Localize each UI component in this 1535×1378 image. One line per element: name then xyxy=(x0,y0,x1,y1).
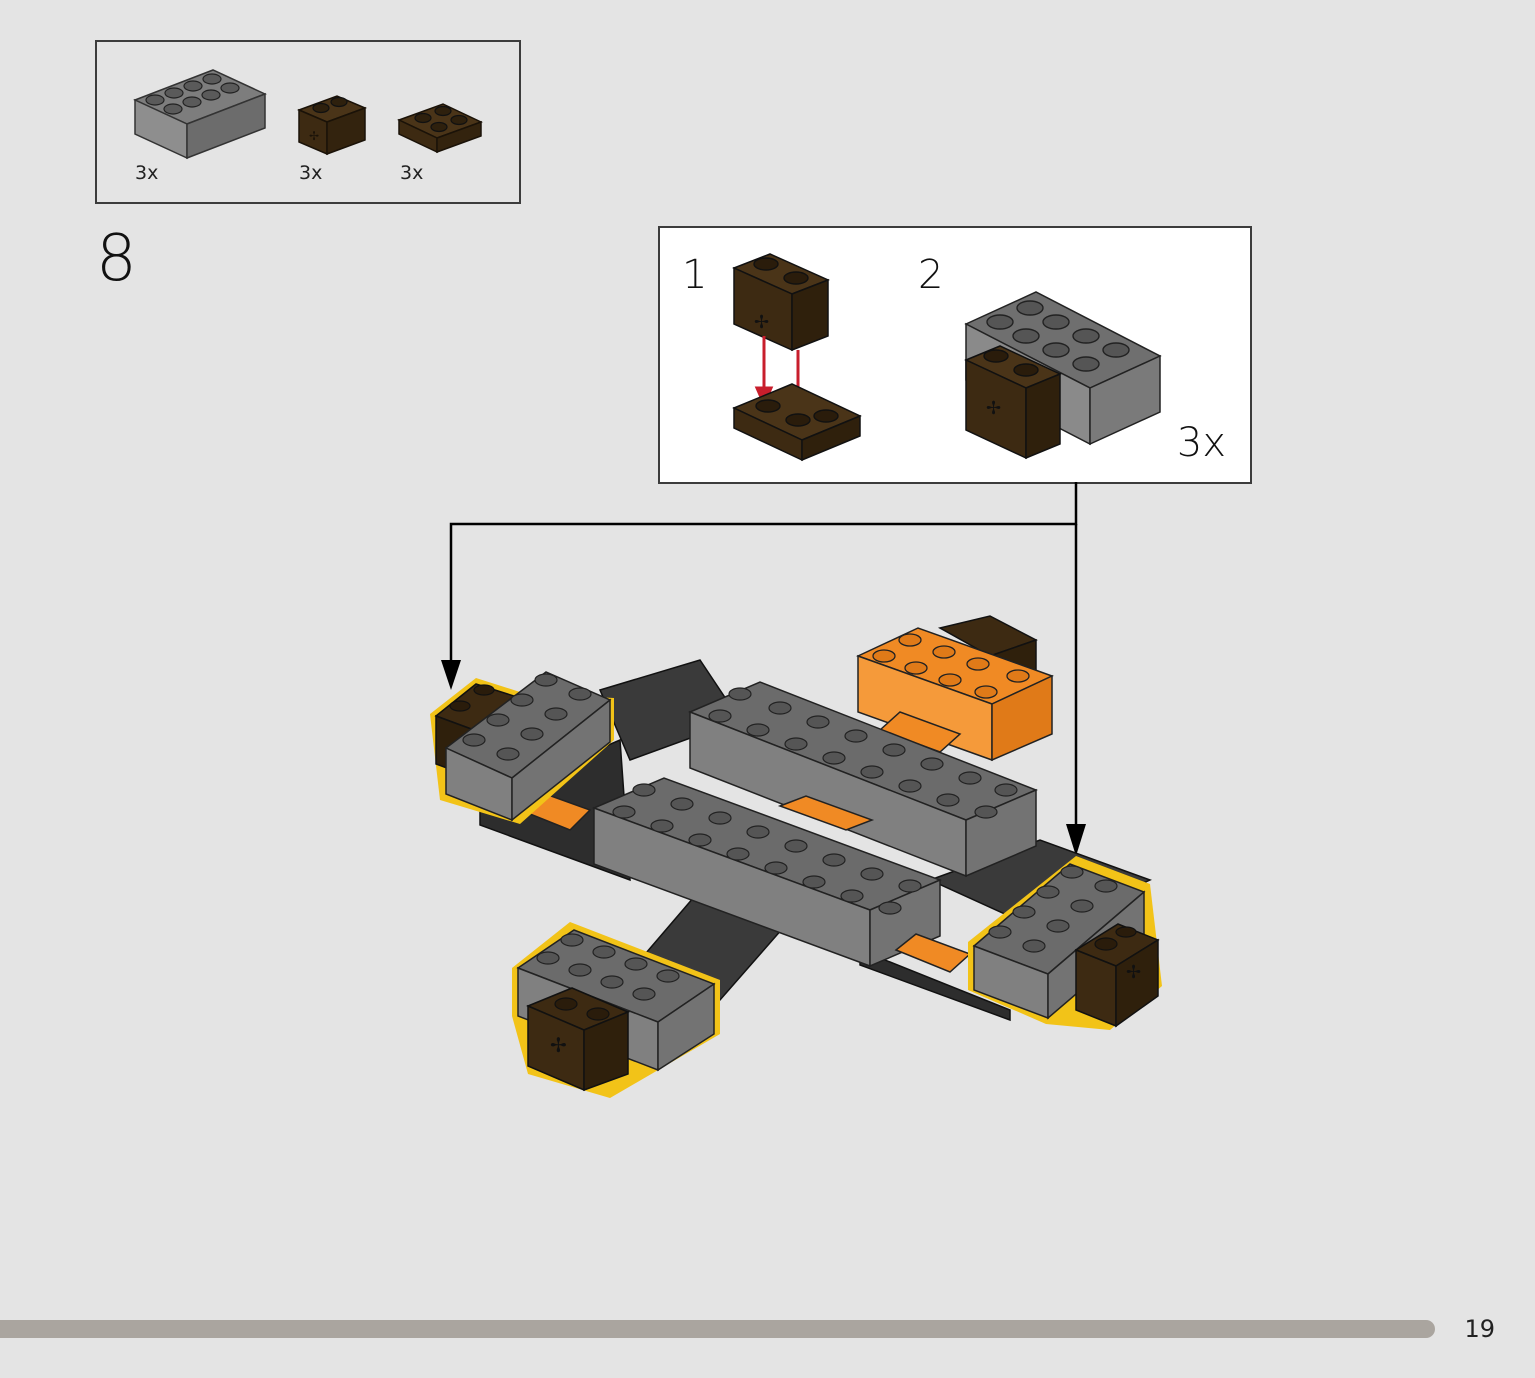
gray-brick-front xyxy=(518,777,972,973)
parts-qty: 3x xyxy=(299,162,323,184)
svg-text:✢: ✢ xyxy=(754,312,769,332)
parts-list-callout: 3x ✢ 3x 3x xyxy=(95,40,521,204)
sub-assembly-callout: 1 2 ✢ xyxy=(658,226,1252,484)
step-number: 8 xyxy=(96,222,137,296)
brick-2x4-dark-gray-icon xyxy=(133,69,267,160)
brick-1x2-axle-hole-icon: ✢ xyxy=(297,95,368,156)
new-sub-assembly-right: ✢ xyxy=(968,856,1162,1030)
sub-step-number: 2 xyxy=(918,252,944,298)
svg-text:✢: ✢ xyxy=(550,1035,567,1057)
parts-qty: 3x xyxy=(135,162,159,184)
svg-text:✢: ✢ xyxy=(1126,962,1141,982)
sub-step-1-illustration: ✢ xyxy=(732,253,862,462)
new-sub-assembly-bottom: ✢ xyxy=(512,922,720,1098)
arrow-head-left xyxy=(441,660,461,690)
main-model-illustration: ✢ ✢ xyxy=(430,482,1162,1098)
page-number: 19 xyxy=(1464,1315,1495,1343)
parts-qty: 3x xyxy=(400,162,424,184)
svg-text:✢: ✢ xyxy=(986,398,1001,418)
orange-brick xyxy=(856,615,1054,762)
sub-step-number: 1 xyxy=(682,252,708,298)
sub-assembly-qty: 3x xyxy=(1176,420,1226,466)
new-sub-assembly-left xyxy=(430,671,614,824)
gray-brick-back xyxy=(688,681,1038,878)
sub-step-2-illustration: ✢ xyxy=(964,291,1162,460)
arrow-head-right xyxy=(1066,824,1086,856)
plate-2x2-icon xyxy=(397,103,483,154)
svg-text:✢: ✢ xyxy=(309,129,319,143)
placement-arrows xyxy=(449,482,1078,846)
progress-bar xyxy=(0,1320,1435,1338)
